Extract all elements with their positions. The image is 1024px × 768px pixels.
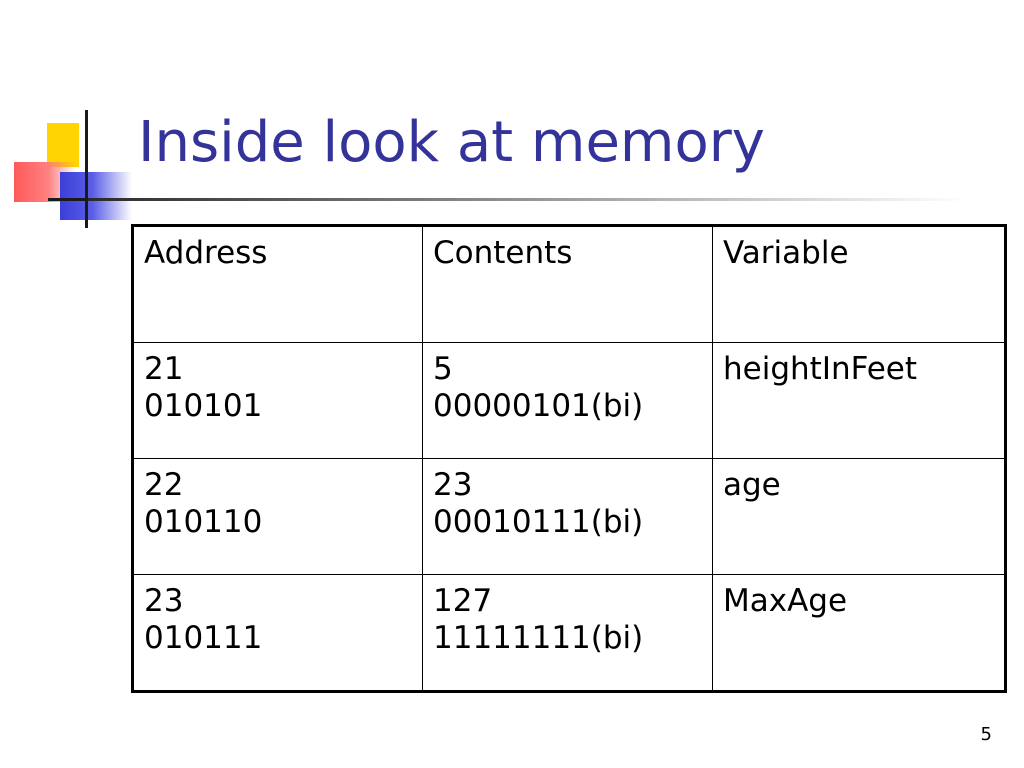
address-binary: 010101 — [144, 387, 263, 424]
header-variable: Variable — [712, 225, 1006, 343]
title-underline — [88, 198, 968, 201]
address-binary: 010111 — [144, 619, 263, 656]
logo-yellow-square — [47, 123, 79, 167]
variable-name: age — [723, 467, 781, 503]
contents-decimal: 23 — [433, 467, 473, 503]
contents-binary: 11111111(bi) — [433, 619, 644, 656]
contents-cell: 127 11111111(bi) — [422, 574, 713, 692]
address-decimal: 22 — [144, 467, 184, 503]
logo-blue-square — [60, 172, 132, 220]
variable-cell: heightInFeet — [712, 342, 1006, 459]
slide-title: Inside look at memory — [138, 110, 765, 175]
table-row: 21 010101 5 00000101(bi) heightInFeet — [132, 342, 1006, 459]
variable-cell: MaxAge — [712, 574, 1006, 692]
address-cell: 22 010110 — [132, 458, 423, 575]
address-decimal: 23 — [144, 583, 184, 619]
table-row: 23 010111 127 11111111(bi) MaxAge — [132, 574, 1006, 692]
slide-logo — [0, 0, 150, 240]
contents-decimal: 127 — [433, 583, 493, 619]
table-row: 22 010110 23 00010111(bi) age — [132, 458, 1006, 575]
variable-cell: age — [712, 458, 1006, 575]
contents-binary: 00010111(bi) — [433, 503, 644, 540]
address-decimal: 21 — [144, 351, 184, 387]
page-number: 5 — [980, 724, 992, 745]
logo-vertical-line — [85, 110, 88, 228]
contents-cell: 23 00010111(bi) — [422, 458, 713, 575]
contents-binary: 00000101(bi) — [433, 387, 644, 424]
memory-table: Address Contents Variable 21 010101 5 00… — [131, 224, 1007, 693]
header-contents: Contents — [422, 225, 713, 343]
address-binary: 010110 — [144, 503, 263, 540]
contents-decimal: 5 — [433, 351, 453, 387]
variable-name: MaxAge — [723, 583, 848, 619]
variable-name: heightInFeet — [723, 351, 918, 387]
address-cell: 23 010111 — [132, 574, 423, 692]
address-cell: 21 010101 — [132, 342, 423, 459]
contents-cell: 5 00000101(bi) — [422, 342, 713, 459]
header-address: Address — [132, 225, 423, 343]
table-header-row: Address Contents Variable — [132, 225, 1006, 343]
